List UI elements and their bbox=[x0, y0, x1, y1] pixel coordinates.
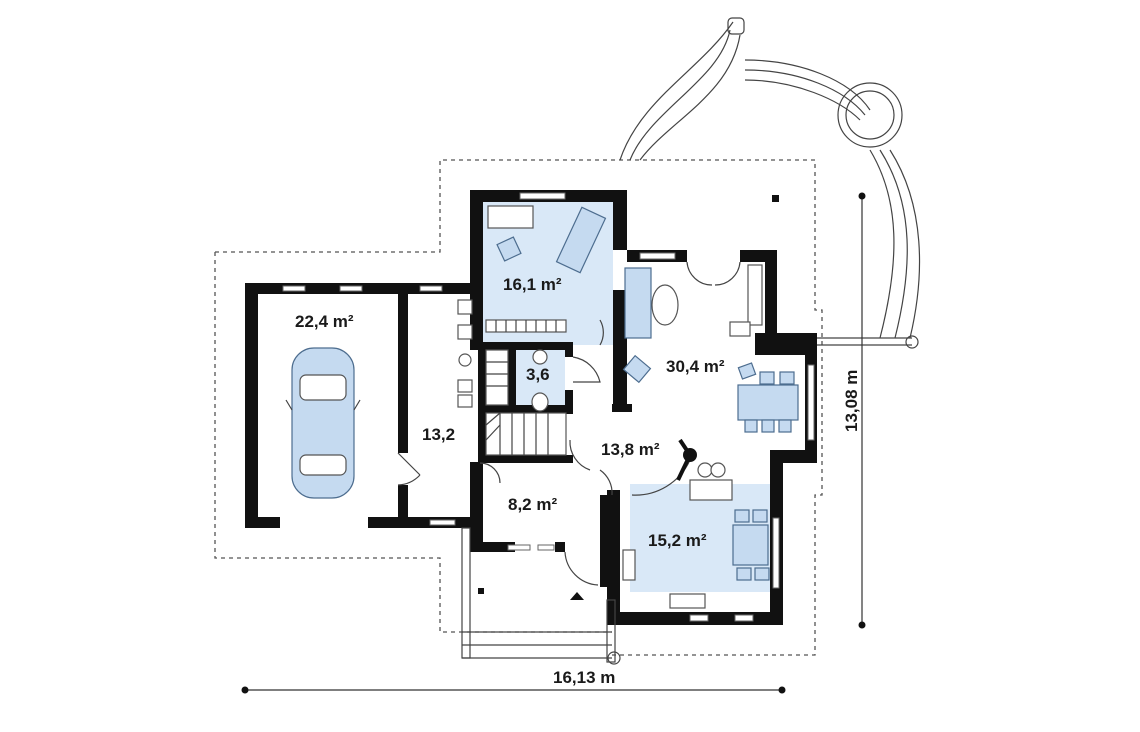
staircase bbox=[485, 349, 567, 456]
hall-area-label: 13,8 m² bbox=[601, 440, 660, 459]
bedroom-area-label: 16,1 m² bbox=[503, 275, 562, 294]
windows bbox=[282, 192, 815, 622]
width-dimension-label: 16,13 m bbox=[553, 668, 615, 687]
bathroom-area-label: 3,6 bbox=[526, 365, 550, 384]
roof-outline bbox=[214, 159, 823, 656]
garage-area-label: 22,4 m² bbox=[295, 312, 354, 331]
driveway-curve bbox=[619, 17, 921, 349]
living-area-label: 30,4 m² bbox=[666, 357, 725, 376]
entrance-arrow-icon bbox=[570, 592, 584, 600]
furniture bbox=[285, 205, 799, 609]
vestibule-area-label: 8,2 m² bbox=[508, 495, 557, 514]
car-icon bbox=[285, 347, 361, 499]
kitchen-area-label: 15,2 m² bbox=[648, 531, 707, 550]
porch bbox=[461, 195, 779, 665]
utility-area-label: 13,2 bbox=[422, 425, 455, 444]
depth-dimension-label: 13,08 m bbox=[842, 370, 861, 432]
dimension-lines bbox=[241, 192, 866, 694]
